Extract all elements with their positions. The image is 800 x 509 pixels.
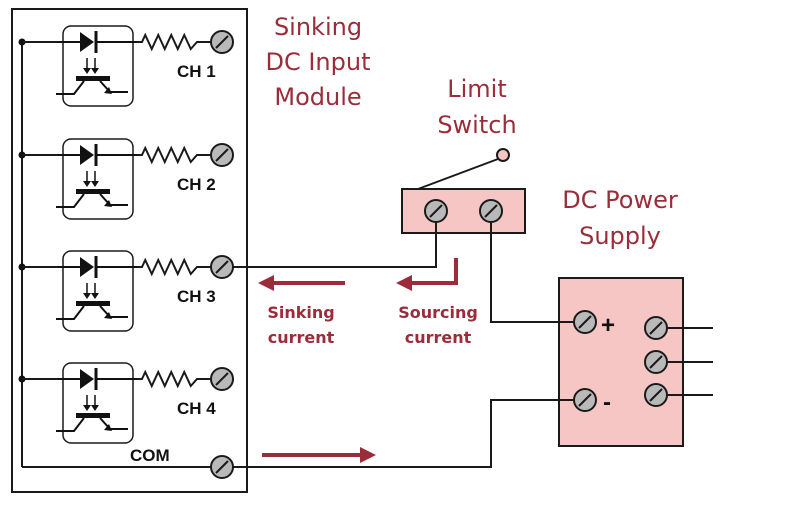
channel-label: CH 2 — [177, 175, 216, 194]
power-supply-title-line-1: DC Power — [562, 186, 678, 214]
ch3-to-switch-wire — [233, 222, 437, 268]
module-title-line-1: Sinking — [274, 13, 362, 41]
switch-to-plus-wire — [490, 222, 574, 323]
input-resistor — [137, 369, 212, 389]
input-resistor — [137, 32, 212, 52]
limit-switch-title-line-1: Limit — [447, 75, 507, 103]
channel-label: CH 1 — [177, 62, 216, 81]
optocoupler — [54, 24, 139, 108]
channel-terminal — [210, 367, 234, 391]
return-current-arrowhead — [360, 447, 376, 463]
limit-switch-terminal-right — [479, 199, 503, 223]
power-supply-plus-terminal — [573, 310, 597, 334]
limit-switch-lever — [417, 158, 499, 190]
power-supply-title-line-2: Supply — [579, 222, 661, 250]
channel-3: CH 3 — [18, 249, 234, 333]
module-title-line-3: Module — [274, 83, 361, 111]
sinking-current-arrowhead — [258, 275, 274, 291]
optocoupler — [54, 361, 139, 445]
minus-sign: - — [603, 389, 611, 416]
channel-2: CH 2 — [18, 137, 234, 221]
limit-switch-title-line-2: Switch — [437, 111, 516, 139]
optocoupler — [54, 249, 139, 333]
input-resistor — [137, 145, 212, 165]
input-resistor — [137, 257, 212, 277]
channel-4: CH 4 — [18, 361, 234, 445]
com-to-minus-wire — [233, 399, 574, 468]
com-terminal — [210, 455, 234, 479]
sourcing-current-label-line-2: current — [405, 328, 472, 347]
ac-terminal-3 — [644, 383, 668, 407]
module-title-line-2: DC Input — [265, 48, 370, 76]
channel-terminal — [210, 30, 234, 54]
optocoupler — [54, 137, 139, 221]
channel-label: CH 3 — [177, 287, 216, 306]
limit-switch-roller — [496, 148, 510, 162]
channel-group: CH 1 CH 2 CH 3 CH 4 — [18, 24, 234, 445]
power-supply-minus-terminal — [573, 388, 597, 412]
com-label: COM — [130, 446, 170, 465]
sourcing-current-arrowhead — [396, 275, 412, 291]
channel-label: CH 4 — [177, 399, 216, 418]
limit-switch-body — [401, 188, 526, 234]
sinking-current-label-line-2: current — [268, 328, 335, 347]
channel-terminal — [210, 255, 234, 279]
sinking-current-label-line-1: Sinking — [267, 303, 334, 322]
plus-sign: + — [601, 312, 615, 339]
sourcing-current-arrow — [410, 258, 458, 285]
channel-terminal — [210, 143, 234, 167]
limit-switch-terminal-left — [424, 199, 448, 223]
ac-terminal-1 — [644, 316, 668, 340]
channel-1: CH 1 — [18, 24, 234, 108]
ac-terminal-2 — [644, 350, 668, 374]
sourcing-current-label-line-1: Sourcing — [398, 303, 478, 322]
